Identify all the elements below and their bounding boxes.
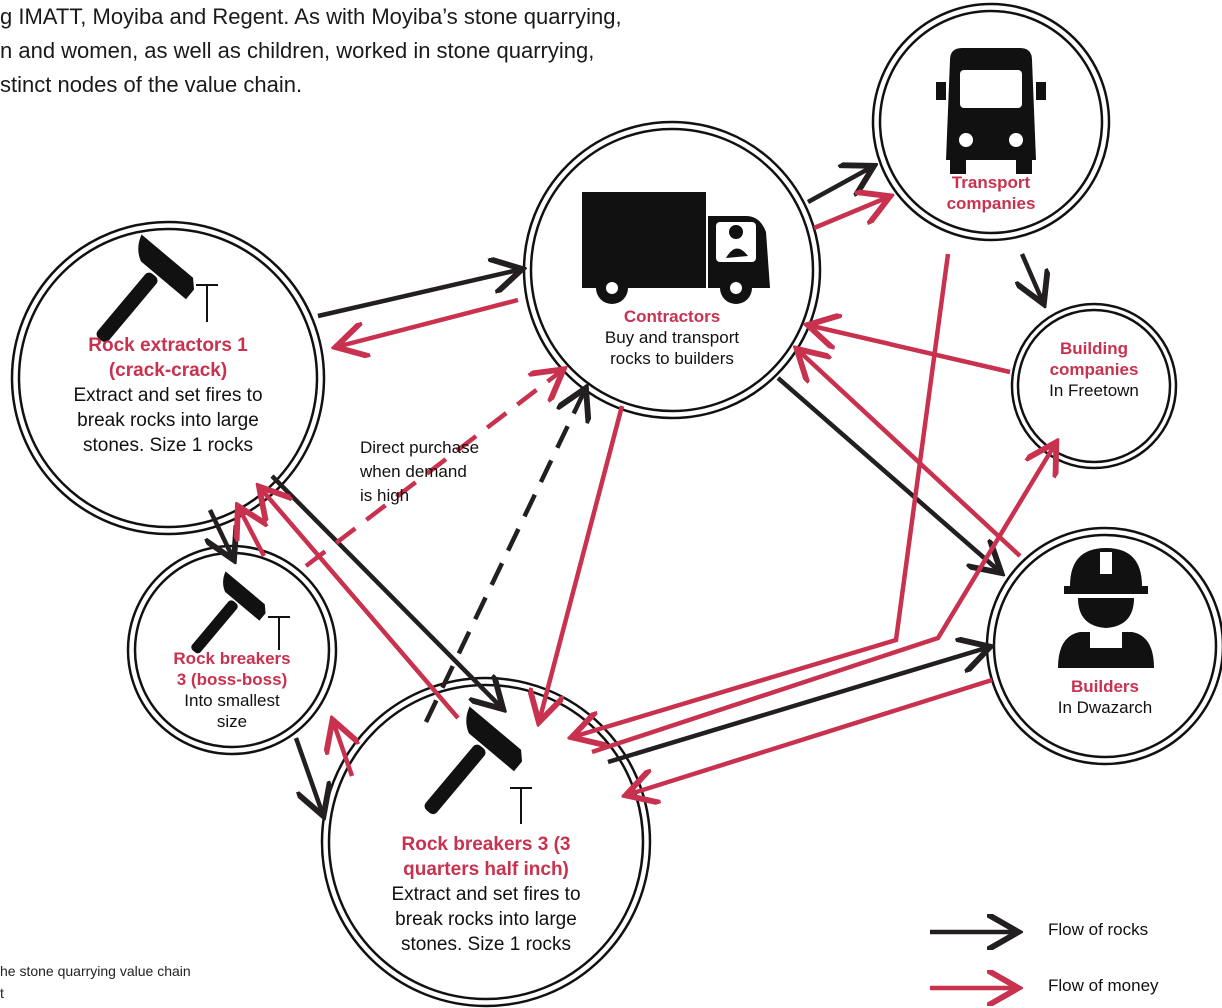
node-title-line: quarters half inch) (403, 859, 569, 880)
node-desc-line: stones. Size 1 rocks (400, 934, 572, 955)
hammer-icon (96, 234, 195, 343)
node-desc-line: size (216, 712, 248, 731)
money-arrow-building-companies-to-contractors (812, 326, 1011, 375)
rocks-arrow-contractors-to-builders (776, 376, 998, 570)
money-arrow-dashed-contractors-to-extractors (304, 372, 560, 568)
nail-icon (196, 284, 218, 322)
node-title-line: Builders (1070, 677, 1140, 696)
money-arrow-contractors-to-extractors (340, 297, 519, 346)
node-label-transport: Transport companies (911, 172, 1071, 214)
node-label-three-quarters: Rock breakers 3 (3 quarters half inch) E… (346, 832, 626, 957)
intro-paragraph: g IMATT, Moyiba and Regent. As with Moyi… (0, 0, 900, 102)
legend-money-label: Flow of money (1048, 976, 1159, 995)
node-desc-line: rocks to builders (610, 349, 734, 368)
intro-line: n and women, as well as children, worked… (0, 38, 595, 63)
node-desc-line: stones. Size 1 rocks (82, 435, 254, 456)
node-desc-line: break rocks into large (395, 909, 577, 930)
rocks-arrow-extractors-to-boss-boss (210, 509, 232, 556)
node-desc-line: Extract and set fires to (73, 385, 263, 406)
money-arrow-builders-to-three-quarters (630, 677, 993, 794)
node-title-line: Rock breakers 3 (3 (401, 834, 571, 855)
money-arrow-contractors-to-three-quarters (540, 405, 625, 718)
caption-line: he stone quarrying value chain (0, 963, 191, 979)
legend-rocks-label: Flow of rocks (1048, 920, 1149, 939)
node-label-rock-extractors: Rock extractors 1 (crack-crack) Extract … (28, 333, 308, 458)
rocks-arrow-dashed-three-quarters-to-contractors (423, 392, 584, 723)
money-arrow-three-quarters-to-boss-boss (334, 724, 352, 777)
node-title-line: 3 (boss-boss) (176, 670, 288, 689)
direct-purchase-note: Direct purchase when demand is high (360, 436, 550, 508)
money-arrow-three-quarters-to-extractors (262, 490, 460, 720)
node-title-line: (crack-crack) (108, 360, 228, 381)
node-title-line: companies (946, 194, 1036, 213)
money-arrow-transport-to-three-quarters (576, 253, 951, 736)
intro-line: stinct nodes of the value chain. (0, 72, 303, 97)
node-circle-builders (985, 526, 1222, 766)
node-desc-line: Extract and set fires to (391, 884, 581, 905)
money-arrow-boss-boss-to-extractors (240, 510, 264, 558)
nail-icon (510, 787, 532, 824)
node-circle-boss-boss (126, 544, 338, 756)
hammer-icon (191, 571, 266, 654)
node-desc-line: In Dwazarch (1057, 698, 1153, 717)
nail-icon (268, 616, 290, 650)
node-desc-line: In Freetown (1049, 381, 1139, 400)
node-title-line: Transport (951, 173, 1031, 192)
rocks-arrow-boss-boss-to-three-quarters (293, 737, 322, 812)
rocks-arrow-three-quarters-to-builders (607, 648, 986, 765)
money-arrow-transport-to-contractors (813, 198, 886, 231)
note-line: Direct purchase (360, 438, 480, 457)
node-title-line: Rock extractors 1 (88, 335, 248, 356)
node-label-building-companies: Building companies In Freetown (1034, 338, 1154, 401)
rocks-arrow-contractors-to-transport (806, 168, 870, 204)
node-label-builders: Builders In Dwazarch (1045, 676, 1165, 718)
worker-icon (1058, 548, 1154, 668)
rocks-arrow-extractors-to-contractors (317, 270, 518, 319)
money-arrow-builders-to-contractors (800, 352, 1022, 558)
rocks-arrow-transport-to-building-companies (1022, 253, 1042, 300)
node-title-line: Contractors (623, 307, 721, 326)
note-line: when demand (360, 462, 467, 481)
node-desc-line: Into smallest (184, 691, 280, 710)
node-title-line: Rock breakers (173, 649, 291, 668)
truck-icon (582, 192, 770, 304)
node-desc-line: Buy and transport (604, 328, 740, 347)
node-title-line: Building (1060, 339, 1128, 358)
truck-front-icon (936, 48, 1046, 174)
node-desc-line: break rocks into large (77, 410, 259, 431)
node-label-boss-boss: Rock breakers 3 (boss-boss) Into smalles… (152, 648, 312, 732)
caption-line: t (0, 985, 4, 1001)
hammer-icon (424, 706, 523, 815)
node-circle-building-companies (1010, 302, 1178, 470)
intro-line: g IMATT, Moyiba and Regent. As with Moyi… (0, 4, 622, 29)
node-title-line: companies (1049, 360, 1139, 379)
note-line: is high (360, 486, 410, 505)
money-arrow-three-quarters-to-building-companies (591, 446, 1054, 755)
node-circle-rock-extractors (10, 220, 326, 536)
node-label-contractors: Contractors Buy and transport rocks to b… (572, 306, 772, 369)
rocks-arrow-extractors-to-three-quarters (270, 474, 500, 706)
figure-caption: he stone quarrying value chain t (0, 960, 191, 1004)
